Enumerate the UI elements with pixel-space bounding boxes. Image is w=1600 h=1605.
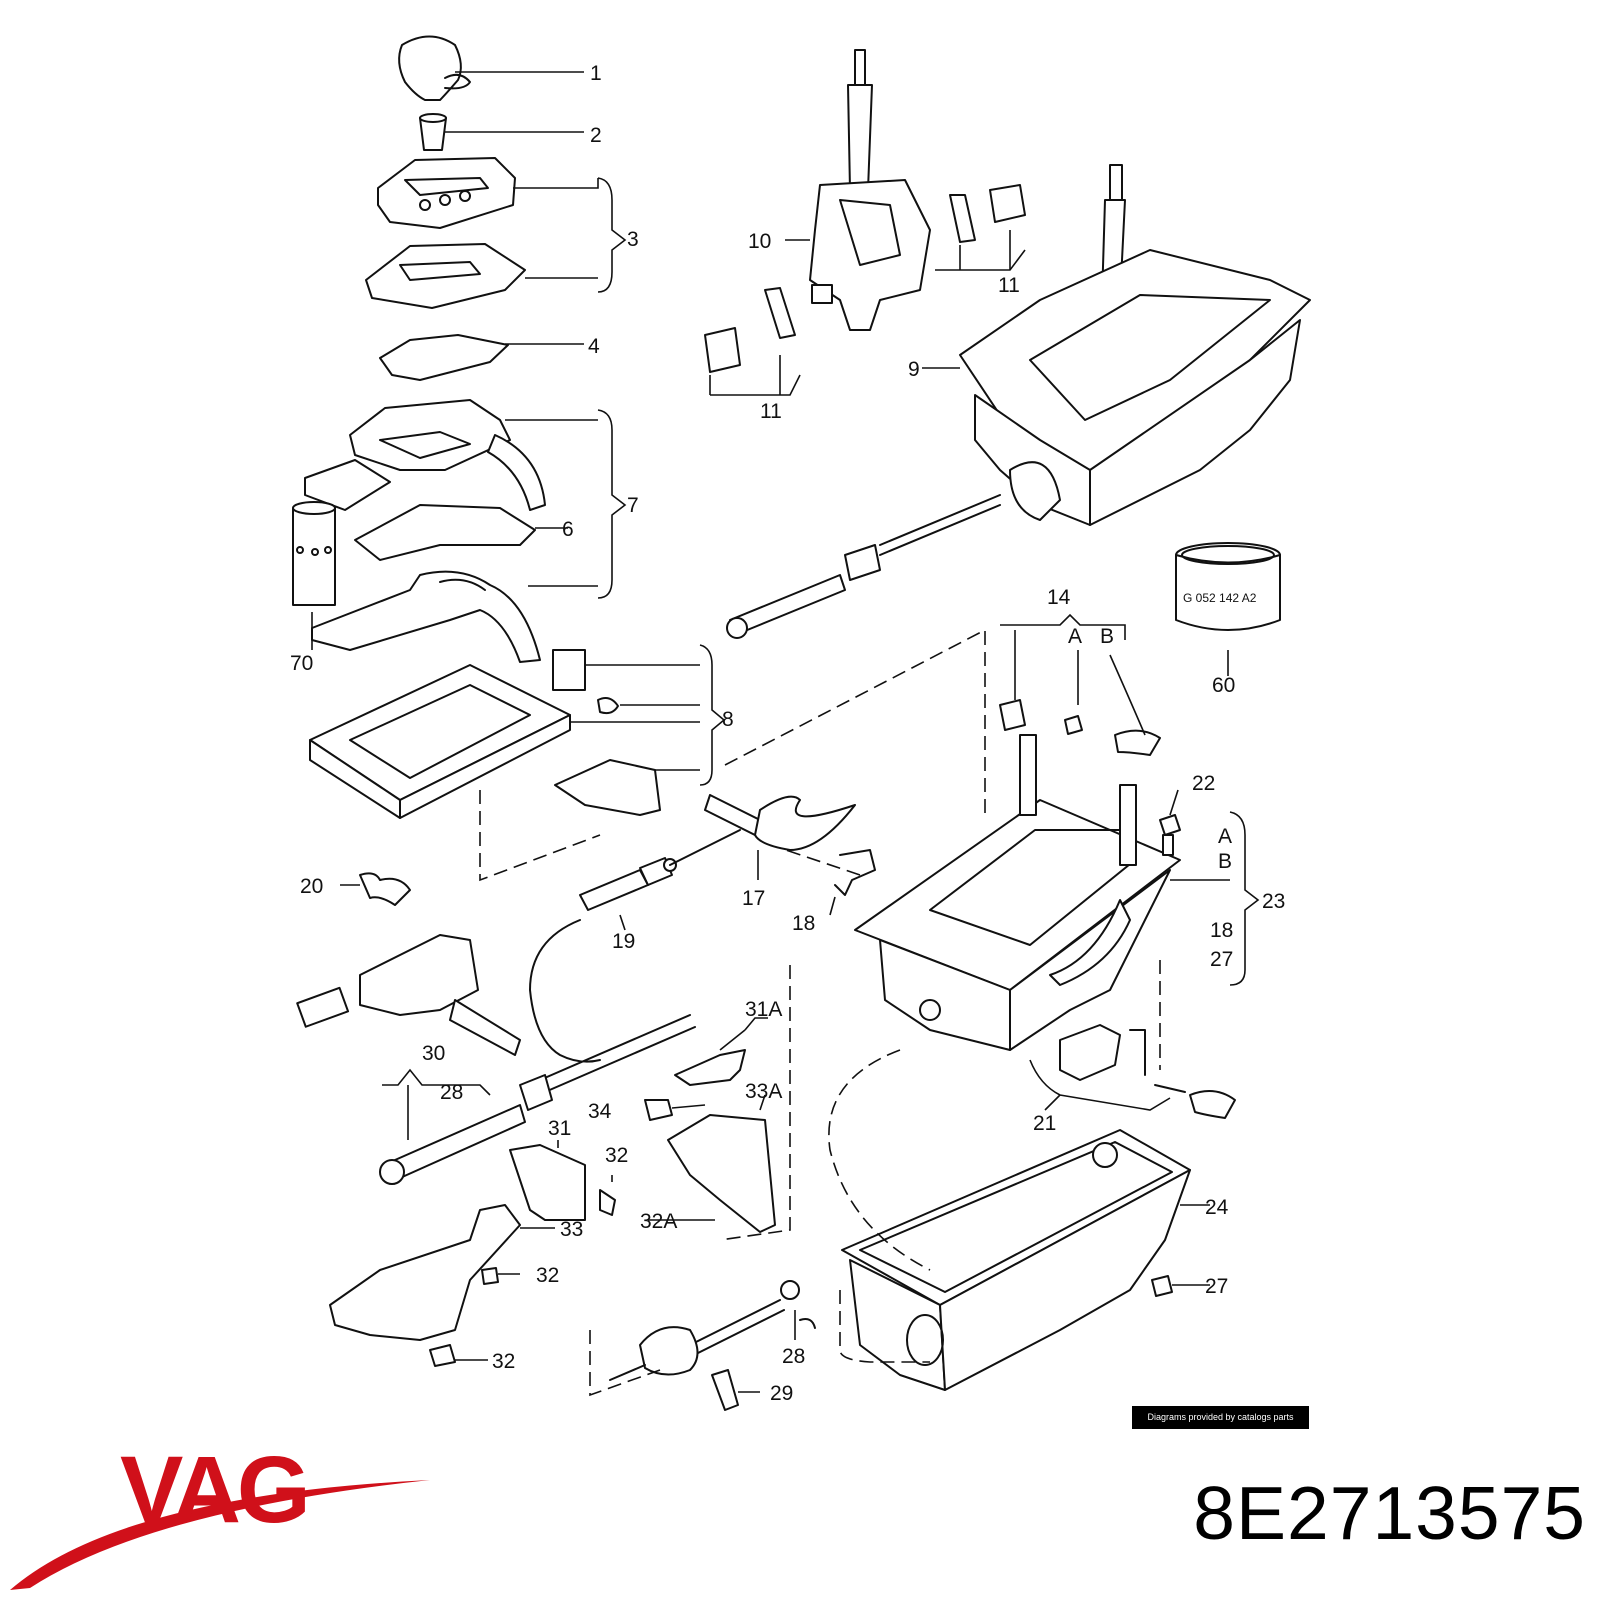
callout-labels: 1 2 3 4 7 6 70 8 9 10 11 11 14 A B 60 22…	[290, 62, 1285, 1405]
part-shift-knob	[398, 35, 471, 101]
callout-30: 30	[422, 1042, 445, 1065]
callout-27: 27	[1205, 1275, 1228, 1298]
part-22-nut	[1159, 814, 1181, 856]
callout-32A: 32A	[640, 1210, 677, 1233]
part-cable-upper	[726, 494, 1001, 639]
credit-badge	[1132, 1406, 1309, 1429]
part-20-lock	[296, 872, 521, 1056]
part-frame	[309, 649, 661, 819]
callout-24: 24	[1205, 1196, 1229, 1219]
assembly-dash-lines	[479, 628, 1161, 1397]
callout-60: 60	[1212, 674, 1235, 697]
callout-B-top: B	[1100, 625, 1114, 648]
part-24-lower-housing	[841, 1129, 1191, 1391]
callout-33: 33	[560, 1218, 583, 1241]
callout-31: 31	[548, 1117, 571, 1140]
part-grease-can	[292, 501, 336, 606]
callout-3: 3	[627, 228, 639, 251]
callout-7: 7	[627, 494, 639, 517]
callout-23: 23	[1262, 890, 1285, 913]
callout-28-top: 28	[440, 1081, 463, 1104]
callout-31A: 31A	[745, 998, 782, 1021]
credit-text: Diagrams provided by catalogs parts	[1147, 1412, 1294, 1422]
callout-11a: 11	[998, 274, 1020, 297]
callout-8: 8	[722, 708, 734, 731]
callout-18: 18	[792, 912, 815, 935]
part-14-fasteners	[999, 699, 1161, 756]
part-housing-lower	[854, 734, 1181, 1051]
callout-2: 2	[590, 124, 602, 147]
callout-29: 29	[770, 1382, 793, 1405]
part-gate-cover	[365, 157, 526, 309]
part-clips	[704, 184, 1026, 373]
part-18-clip	[834, 849, 876, 896]
part-21-switch	[1059, 1024, 1236, 1119]
callout-14: 14	[1047, 586, 1071, 609]
callout-32-bottom: 32	[492, 1350, 515, 1373]
callout-21: 21	[1033, 1112, 1056, 1135]
callout-32-mid: 32	[536, 1264, 559, 1287]
leader-lines	[311, 71, 1260, 1393]
part-selector-lever	[809, 49, 931, 331]
callout-17: 17	[742, 887, 765, 910]
callout-A-top: A	[1068, 625, 1082, 648]
part-plate	[379, 334, 509, 381]
part-cable-lower	[379, 1014, 696, 1185]
part-cable-loop	[529, 919, 601, 1063]
part-27-nut	[1151, 1275, 1173, 1297]
part-32-bolt	[599, 1189, 616, 1216]
callout-22: 22	[1192, 772, 1215, 795]
callout-4: 4	[588, 335, 600, 358]
part-28-cable-end	[609, 1280, 816, 1411]
callout-A-right: A	[1218, 825, 1232, 848]
part-housing-upper	[959, 164, 1311, 526]
part-33A-bracket	[667, 1114, 776, 1233]
callout-28-bottom: 28	[782, 1345, 805, 1368]
callout-6: 6	[562, 518, 574, 541]
callout-32-top: 32	[605, 1144, 628, 1167]
callout-19: 19	[612, 930, 635, 953]
part-17-lever	[704, 794, 856, 851]
vag-logo: VAG	[0, 1437, 460, 1600]
callout-33A: 33A	[745, 1080, 782, 1103]
callout-27-right: 27	[1210, 948, 1233, 971]
callout-20: 20	[300, 875, 323, 898]
callout-B-right: B	[1218, 850, 1232, 873]
part-number: 8E2713575	[1193, 1471, 1586, 1555]
part-33-bracket	[329, 1204, 521, 1341]
part-19-cable-end	[579, 829, 741, 911]
callout-9: 9	[908, 358, 920, 381]
callout-11b: 11	[760, 400, 782, 423]
part-31A-bracket	[674, 1049, 746, 1086]
part-34-bolt	[644, 1099, 673, 1121]
ring-marking: G 052 142 A2	[1183, 591, 1257, 605]
part-60-ring	[1175, 542, 1281, 631]
svg-text:VAG: VAG	[120, 1440, 307, 1543]
callout-70: 70	[290, 652, 313, 675]
part-31-bracket	[509, 1144, 586, 1221]
callout-1: 1	[590, 62, 602, 85]
callout-10: 10	[748, 230, 771, 253]
callout-34: 34	[588, 1100, 612, 1123]
part-console-trim	[304, 399, 546, 663]
callout-18-right: 18	[1210, 919, 1233, 942]
